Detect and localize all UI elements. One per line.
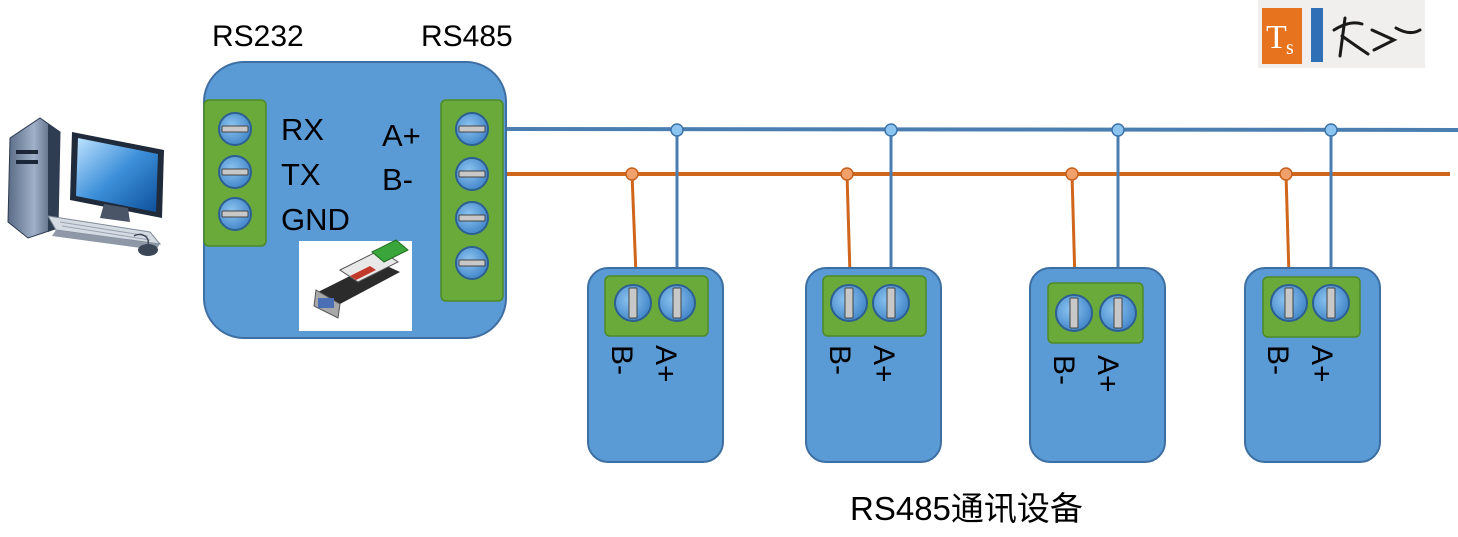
terminal-screw: [455, 246, 489, 280]
terminal-screw: [455, 112, 489, 146]
device-pin-label-b: B-: [1047, 355, 1080, 385]
drop-wire-b: [845, 173, 852, 276]
rs232-rs485-converter: RS232 RS485 RX TX GND A+ B-: [203, 20, 513, 339]
device-pin-label-b: B-: [1261, 345, 1294, 375]
junction-node: [1065, 167, 1079, 181]
device-pin-label-b: B-: [605, 345, 638, 375]
rs232-rs485-converter-photo: [299, 239, 412, 331]
terminal-screw: [614, 284, 652, 322]
junction-node: [884, 123, 898, 137]
logo: T s: [1258, 0, 1425, 68]
drop-wire-b: [1070, 173, 1077, 283]
junction-node: [1279, 167, 1293, 181]
pin-label-rx: RX: [281, 112, 324, 147]
device-pin-label-a: A+: [867, 345, 900, 383]
rs485-device: B- A+: [1244, 123, 1381, 463]
pin-label-b-minus: B-: [382, 162, 413, 197]
device-pin-label-a: A+: [1305, 345, 1338, 383]
terminal-screw: [830, 284, 868, 322]
devices-caption: RS485通讯设备: [850, 490, 1083, 527]
junction-node: [670, 123, 684, 137]
rs232-title: RS232: [212, 20, 304, 53]
rs485-device: B- A+: [805, 123, 942, 463]
rs485-device: B- A+: [1029, 123, 1166, 463]
terminal-screw: [218, 155, 252, 189]
bus-line-a: [505, 127, 1458, 132]
junction-node: [1111, 123, 1125, 137]
junction-node: [625, 167, 639, 181]
terminal-screw: [218, 112, 252, 146]
terminal-screw: [1055, 294, 1093, 332]
terminal-screw: [218, 197, 252, 231]
svg-text:s: s: [1286, 37, 1294, 59]
device-pin-label-b: B-: [823, 345, 856, 375]
terminal-screw: [455, 201, 489, 235]
device-pin-label-a: A+: [649, 345, 682, 383]
desktop-computer-icon: [7, 117, 164, 256]
terminal-screw: [455, 157, 489, 191]
pin-label-a-plus: A+: [382, 118, 421, 153]
pin-label-tx: TX: [281, 157, 321, 192]
rs485-title: RS485: [421, 20, 513, 53]
terminal-screw: [1270, 284, 1308, 322]
svg-text:T: T: [1266, 19, 1287, 56]
rs485-terminal-block: [440, 99, 504, 302]
junction-node: [840, 167, 854, 181]
drop-wire-b: [630, 173, 638, 276]
device-pin-label-a: A+: [1091, 355, 1124, 393]
terminal-screw: [1312, 284, 1350, 322]
terminal-screw: [1099, 294, 1137, 332]
terminal-screw: [872, 284, 910, 322]
pin-label-gnd: GND: [281, 202, 350, 237]
drop-wire-b: [1284, 173, 1291, 277]
rs485-device: B- A+: [587, 123, 724, 463]
junction-node: [1324, 123, 1338, 137]
terminal-screw: [658, 284, 696, 322]
